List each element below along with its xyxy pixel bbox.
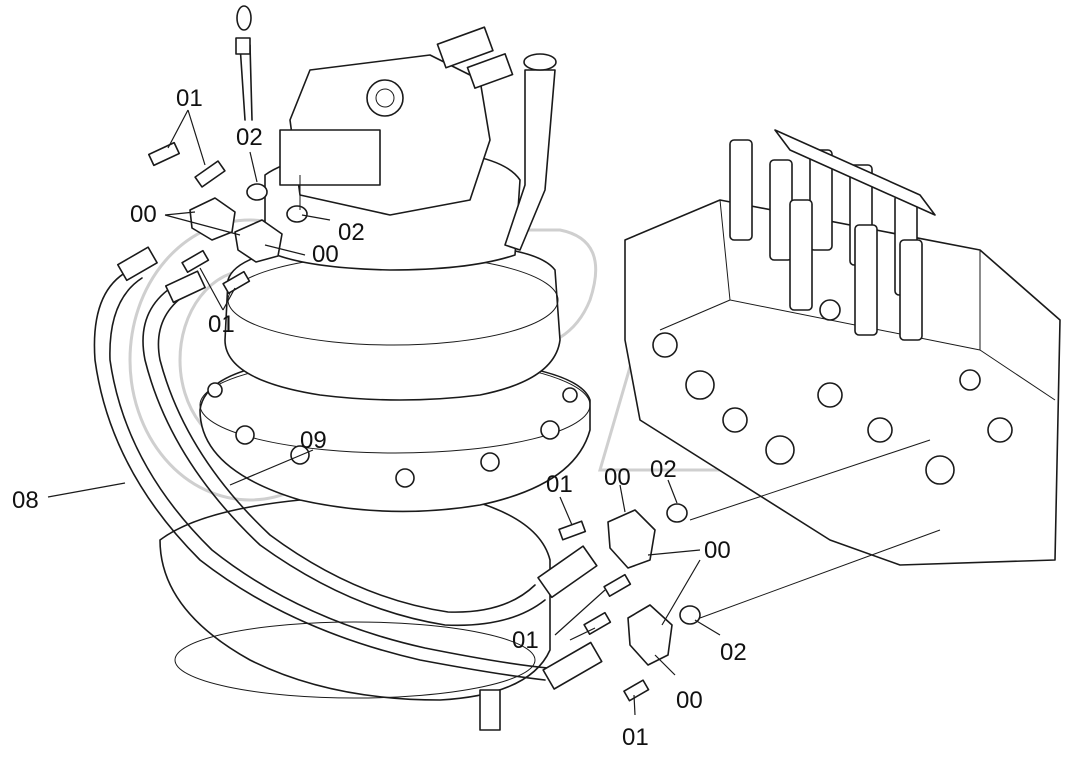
callout-00-right: 00 — [704, 537, 731, 564]
callout-09: 09 — [300, 427, 327, 454]
control-valve-assembly — [624, 129, 1061, 566]
callout-01-bottom: 01 — [622, 724, 649, 751]
callout-01-lower: 01 — [512, 627, 539, 654]
callout-labels: 01 02 00 02 00 01 09 08 01 00 02 00 01 0… — [12, 85, 747, 751]
callout-01-center: 01 — [546, 471, 573, 498]
swing-motor-assembly — [159, 5, 591, 731]
valve-spools — [729, 129, 936, 341]
small-parts — [147, 141, 701, 702]
callout-00-mid: 00 — [312, 241, 339, 268]
callout-02-center: 02 — [650, 456, 677, 483]
callout-01-top: 01 — [176, 85, 203, 112]
callout-02-right: 02 — [720, 639, 747, 666]
callout-00-center: 00 — [604, 464, 631, 491]
callout-00-bottom: 00 — [676, 687, 703, 714]
callout-08: 08 — [12, 487, 39, 514]
callout-00-left: 00 — [130, 201, 157, 228]
callout-01-left: 01 — [208, 311, 235, 338]
callout-02-top: 02 — [236, 124, 263, 151]
callout-02-mid: 02 — [338, 219, 365, 246]
valve-ports — [652, 299, 1013, 485]
leader-lines — [47, 109, 941, 716]
hoses — [93, 246, 603, 690]
